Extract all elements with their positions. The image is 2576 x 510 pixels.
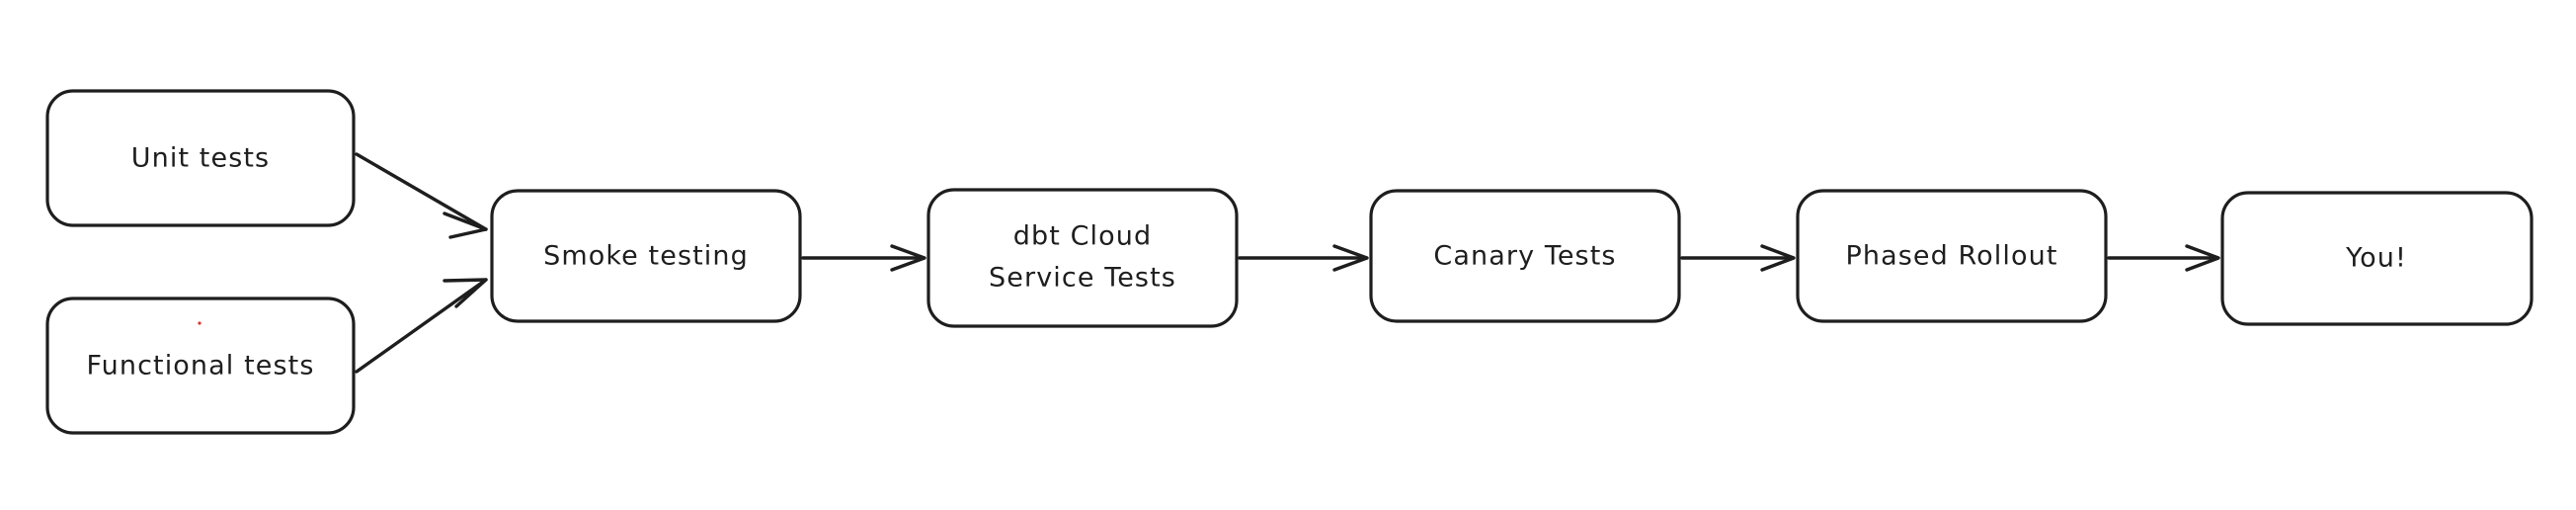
edge-functional-tests-to-smoke-testing bbox=[355, 278, 488, 374]
node-smoke-testing-shape[interactable] bbox=[490, 189, 802, 323]
node-unit-tests[interactable]: Unit tests bbox=[45, 89, 356, 227]
red-speck-mark bbox=[198, 321, 201, 325]
edge-canary-tests-to-phased-rollout bbox=[1680, 244, 1796, 272]
node-smoke-testing-label: Smoke testing bbox=[543, 241, 749, 272]
edge-smoke-testing-to-dbt-cloud-service-tests bbox=[801, 244, 926, 272]
node-canary-tests-label: Canary Tests bbox=[1433, 241, 1616, 272]
node-you-label: You! bbox=[2345, 243, 2407, 274]
node-you-shape[interactable] bbox=[2220, 191, 2534, 326]
node-phased-rollout[interactable]: Phased Rollout bbox=[1796, 189, 2108, 323]
edge-dbt-cloud-service-tests-to-canary-tests bbox=[1238, 244, 1369, 272]
node-dbt-cloud-service-tests-label-line2: Service Tests bbox=[989, 263, 1176, 294]
node-you[interactable]: You! bbox=[2220, 191, 2534, 326]
node-unit-tests-label: Unit tests bbox=[131, 143, 270, 174]
node-canary-tests-shape[interactable] bbox=[1369, 189, 1681, 323]
node-functional-tests[interactable]: Functional tests bbox=[45, 297, 356, 435]
edge-unit-tests-to-smoke-testing bbox=[355, 152, 488, 239]
node-phased-rollout-shape[interactable] bbox=[1796, 189, 2108, 323]
node-phased-rollout-label: Phased Rollout bbox=[1845, 241, 2057, 272]
edge-phased-rollout-to-you bbox=[2107, 244, 2220, 272]
node-canary-tests[interactable]: Canary Tests bbox=[1369, 189, 1681, 323]
node-dbt-cloud-service-tests-shape[interactable] bbox=[926, 188, 1239, 328]
node-unit-tests-shape[interactable] bbox=[45, 89, 356, 227]
node-smoke-testing[interactable]: Smoke testing bbox=[490, 189, 802, 323]
node-dbt-cloud-service-tests[interactable]: dbt Cloud Service Tests bbox=[926, 188, 1239, 328]
node-functional-tests-shape[interactable] bbox=[45, 297, 356, 435]
node-functional-tests-label: Functional tests bbox=[87, 351, 315, 382]
node-dbt-cloud-service-tests-label-line1: dbt Cloud bbox=[1013, 221, 1152, 252]
